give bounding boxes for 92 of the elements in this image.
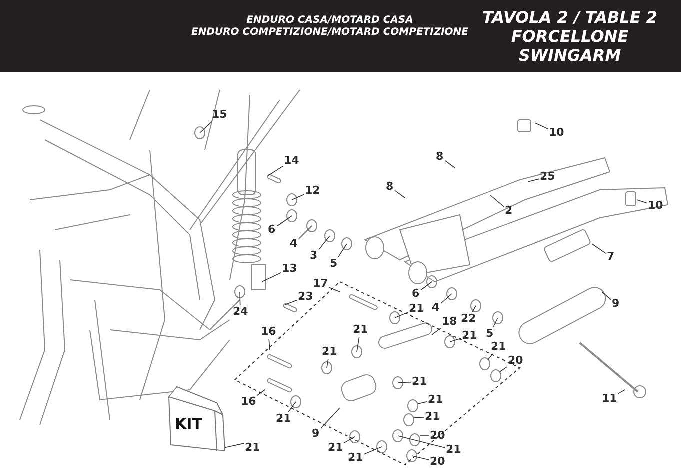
leader-line [472,306,476,312]
callout-number: 3 [310,250,318,262]
callout-number: 14 [284,155,300,167]
callout-number: 21 [353,324,368,336]
leader-line [636,200,648,204]
leader-line [262,272,282,282]
callout-number: 21 [322,346,338,358]
callout-number: 21 [491,341,506,353]
leader-line [398,436,446,448]
leader-line [320,408,340,429]
model-label: ENDURO CASA/MOTARD CASA [246,15,414,26]
leader-line [318,236,330,250]
leader-line [298,226,312,240]
callout-number: 21 [412,376,428,388]
sheet-title: TAVOLA 2 / TABLE 2 FORCELLONE SWINGARM [481,8,658,65]
leader-line [493,318,498,328]
callout-number: 24 [233,306,248,318]
leader-line [534,122,548,130]
leader-line [432,328,442,336]
callout-number: 20 [430,456,446,468]
leader-line [412,456,430,460]
leader-line [200,122,212,134]
callout-number: 4 [432,302,440,314]
callout-number: 20 [508,355,524,367]
callout-number: 5 [486,328,494,340]
callout-number: 17 [313,278,328,290]
callout-number: 8 [436,151,444,163]
leader-line [528,178,540,182]
leader-line [364,446,382,455]
callout-number: 22 [461,313,476,325]
callout-number: 2 [505,205,513,217]
leader-line [394,190,406,198]
leader-line [418,402,428,404]
leader-line [450,338,462,342]
leader-line [268,166,284,176]
leader-line [256,390,266,396]
callout-number: 10 [648,200,664,212]
callout-number: 21 [348,452,364,464]
leader-line [292,194,304,200]
callout-number: 23 [298,291,314,303]
leader-line [394,312,408,318]
callout-number: 18 [442,316,458,328]
callout-number: 16 [241,396,256,408]
leader-line [326,358,329,368]
callout-number: 16 [261,326,276,338]
callout-number: 4 [290,238,298,250]
leader-line [618,390,626,394]
callout-number: 8 [386,181,394,193]
callout-number: 9 [612,298,620,310]
leader-line [224,443,244,448]
callout-number: 15 [212,109,228,121]
leader-line [500,366,508,372]
leader-line [592,244,606,254]
leader-line [268,338,270,350]
leader-line [284,300,298,306]
leader-line [398,382,412,384]
leader-line [420,282,432,291]
callout-number: 21 [409,303,424,315]
kit-text: KIT [175,415,202,433]
leader-line [356,336,360,352]
callout-number: 7 [607,251,615,263]
callout-number: 21 [328,442,344,454]
callout-number: 21 [276,413,292,425]
leader-line [276,216,292,227]
callout-number: 5 [330,258,338,270]
callout-number: 11 [602,393,618,405]
callout-number: 6 [412,288,420,300]
callout-number: 9 [312,428,320,440]
leader-line [602,292,612,300]
leader-line [440,294,452,304]
leader-line [488,354,494,360]
model-label: ENDURO COMPETIZIONE/MOTARD COMPETIZIONE [190,27,470,38]
callout-number: 21 [245,442,260,454]
leader-line [414,417,424,418]
kit-box [167,385,227,453]
leader-line [490,194,504,208]
callout-number: 20 [430,430,446,442]
leader-line [240,292,241,306]
leader-line [344,436,356,444]
callout-number: 21 [428,394,444,406]
callout-number: 12 [305,185,320,197]
leader-line [338,244,348,258]
callout-number: 21 [446,444,462,456]
callout-number: 21 [425,411,440,423]
callout-number: 6 [268,224,276,236]
leader-line [288,402,296,412]
leader-line [328,287,340,292]
callout-number: 25 [540,171,556,183]
callout-number: 10 [549,127,564,139]
callout-number: 21 [462,330,478,342]
leader-line [444,160,456,168]
callout-number: 13 [282,263,298,275]
